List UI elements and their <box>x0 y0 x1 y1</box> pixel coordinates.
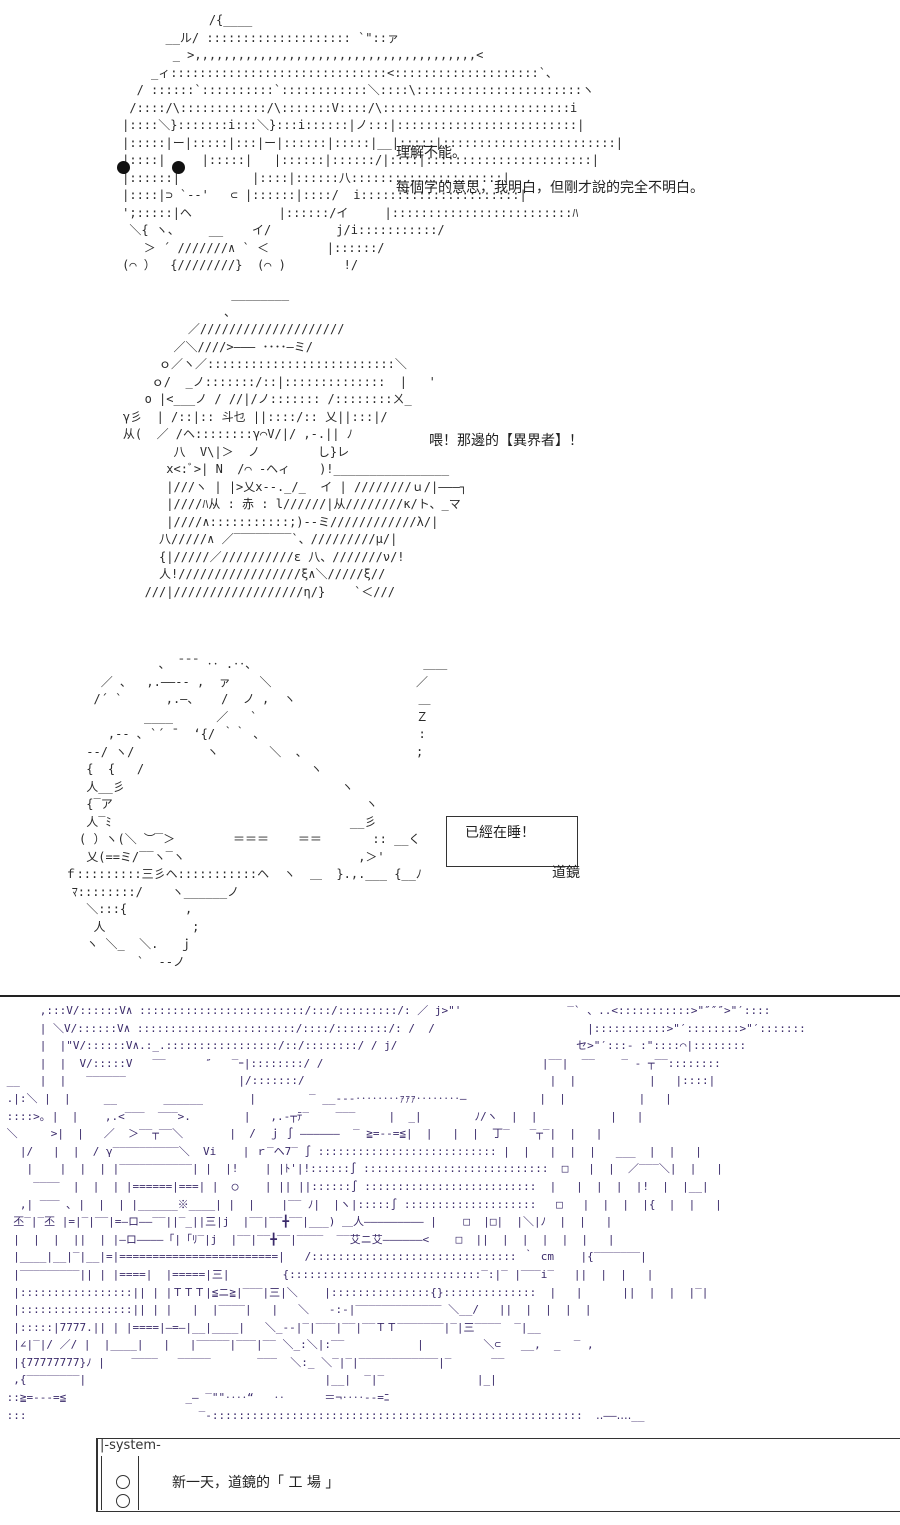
sleep-sign-text: 已經在睡！ <box>465 825 535 841</box>
system-box <box>96 1438 900 1512</box>
sleep-sign-author: 道鏡 <box>552 865 580 881</box>
system-indicator-circle-icon-2 <box>116 1494 130 1508</box>
dialogue-line-3: 喂！那邊的【異界者】！ <box>429 433 583 449</box>
sleep-sign: 已經在睡！ <box>446 816 578 867</box>
system-indicator-circle-icon <box>116 1475 130 1489</box>
system-tag: -system- <box>100 1438 160 1453</box>
ascii-art-workshop-scene: ,:::V/::::::V∧ :::::::::::::::::::::::::… <box>6 1004 806 1422</box>
ascii-art-sleeping-character: 、 ̄ ̄ ̄ ‥ .‥、 ＿＿ ／ 、 ,.――‐- , ァ ＼ ／ /´ `… <box>64 657 448 969</box>
system-message: 新一天，道鏡的「 工 場 」 <box>172 1475 340 1491</box>
panel-divider <box>0 995 900 997</box>
system-box-column-rule <box>138 1456 139 1510</box>
dialogue-line-2: 每個字的意思，我明白，但剛才說的完全不明白。 <box>396 180 704 196</box>
ascii-art-witch-character: ________ 、 ／//////////////////// ／＼////>… <box>122 287 468 599</box>
right-eye-icon <box>172 161 185 174</box>
left-eye-icon <box>117 161 130 174</box>
ascii-art-confused-character: /{____ __ル/ :::::::::::::::::::: `"::ァ _… <box>122 13 623 272</box>
system-box-inner-rule <box>101 1456 102 1510</box>
dialogue-line-1: 理解不能。 <box>396 145 466 161</box>
